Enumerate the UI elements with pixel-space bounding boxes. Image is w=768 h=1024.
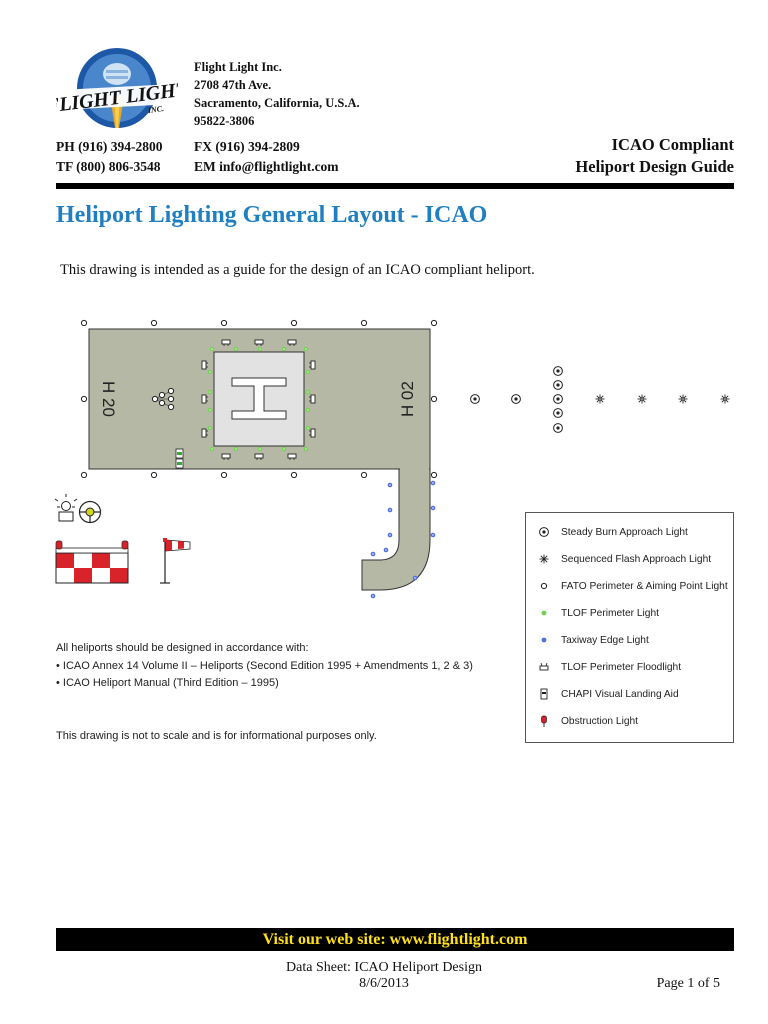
- chapi-units: [175, 448, 184, 469]
- beacon-symbol: [78, 500, 102, 524]
- legend-label: Sequenced Flash Approach Light: [561, 553, 712, 565]
- obstruction-marker: [55, 540, 129, 584]
- legend-item: TLOF Perimeter Floodlight: [526, 657, 681, 677]
- steady-burn-icon: [539, 527, 549, 537]
- intro-text: This drawing is intended as a guide for …: [60, 262, 535, 278]
- fax-number: FX (916) 394-2809: [194, 139, 300, 154]
- page-number: Page 1 of 5: [656, 976, 720, 991]
- legend-label: Taxiway Edge Light: [561, 634, 649, 646]
- company-zip: 95822-3806: [194, 114, 255, 128]
- fato-perimeter-icon: [540, 582, 548, 590]
- legend-label: FATO Perimeter & Aiming Point Light: [561, 580, 728, 592]
- legend-item: CHAPI Visual Landing Aid: [526, 684, 679, 704]
- page-title: Heliport Lighting General Layout - ICAO: [56, 202, 488, 228]
- document-title: ICAO Compliant Heliport Design Guide: [575, 134, 734, 178]
- legend-label: Obstruction Light: [561, 715, 639, 727]
- footer-date: 8/6/2013: [359, 976, 409, 991]
- email-address[interactable]: EM info@flightlight.com: [194, 159, 339, 174]
- footer-info: Data Sheet: ICAO Heliport Design 8/6/201…: [0, 960, 768, 992]
- website-banner[interactable]: Visit our web site: www.flightlight.com: [56, 928, 734, 951]
- approach-lights: [470, 366, 730, 433]
- chapi-icon: [540, 688, 548, 700]
- floodlight-icon: [539, 662, 549, 671]
- legend-label: Steady Burn Approach Light: [561, 526, 688, 538]
- runway-label-h02: H 02: [398, 381, 417, 417]
- notes-item: • ICAO Heliport Manual (Third Edition – …: [56, 677, 279, 689]
- legend-item: TLOF Perimeter Light: [526, 603, 659, 623]
- h-marking: [231, 377, 287, 420]
- legend-box: Steady Burn Approach Light Sequenced Fla…: [525, 512, 734, 743]
- legend-label: CHAPI Visual Landing Aid: [561, 688, 679, 700]
- legend-item: Obstruction Light: [526, 711, 638, 731]
- toll-free-number: TF (800) 806-3548: [56, 159, 161, 174]
- windsock: [160, 538, 191, 584]
- legend-label: TLOF Perimeter Floodlight: [561, 661, 682, 673]
- aiming-point-cluster: [151, 387, 175, 411]
- company-address: Flight Light Inc. 2708 47th Ave. Sacrame…: [194, 58, 360, 130]
- phone-number: PH (916) 394-2800: [56, 139, 163, 154]
- heliport-drawing: H 20 H 02: [0, 300, 768, 620]
- footer-datasheet-title: Data Sheet: ICAO Heliport Design: [286, 960, 482, 975]
- notes-heading: All heliports should be designed in acco…: [56, 642, 309, 654]
- document-title-line1: ICAO Compliant: [611, 135, 734, 154]
- legend-item: Steady Burn Approach Light: [526, 522, 688, 542]
- document-title-line2: Heliport Design Guide: [575, 157, 734, 176]
- design-notes: All heliports should be designed in acco…: [56, 640, 473, 693]
- fax-email-block: FX (916) 394-2809 EM info@flightlight.co…: [194, 137, 339, 177]
- legend-label: TLOF Perimeter Light: [561, 607, 659, 619]
- legend-item: FATO Perimeter & Aiming Point Light: [526, 576, 728, 596]
- logo-inc-text: INC.: [146, 104, 164, 115]
- notes-item: • ICAO Annex 14 Volume II – Heliports (S…: [56, 659, 473, 672]
- company-logo: FLIGHT LIGHT INC.: [44, 44, 190, 130]
- obstruction-icon: [541, 715, 547, 727]
- phone-block: PH (916) 394-2800 TF (800) 806-3548: [56, 137, 162, 177]
- floodlight-symbol: [54, 494, 78, 522]
- runway-label-h20: H 20: [99, 381, 118, 417]
- tlof-perimeter-icon: [541, 610, 547, 616]
- company-name: Flight Light Inc.: [194, 60, 282, 74]
- company-city: Sacramento, California, U.S.A.: [194, 96, 360, 110]
- company-street: 2708 47th Ave.: [194, 78, 272, 92]
- disclaimer-text: This drawing is not to scale and is for …: [56, 730, 377, 742]
- header-divider: [56, 183, 734, 189]
- legend-item: Sequenced Flash Approach Light: [526, 549, 711, 569]
- legend-item: Taxiway Edge Light: [526, 630, 649, 650]
- taxiway-edge-icon: [541, 637, 547, 643]
- sequenced-flash-icon: [539, 554, 549, 564]
- taxiway: [361, 468, 431, 591]
